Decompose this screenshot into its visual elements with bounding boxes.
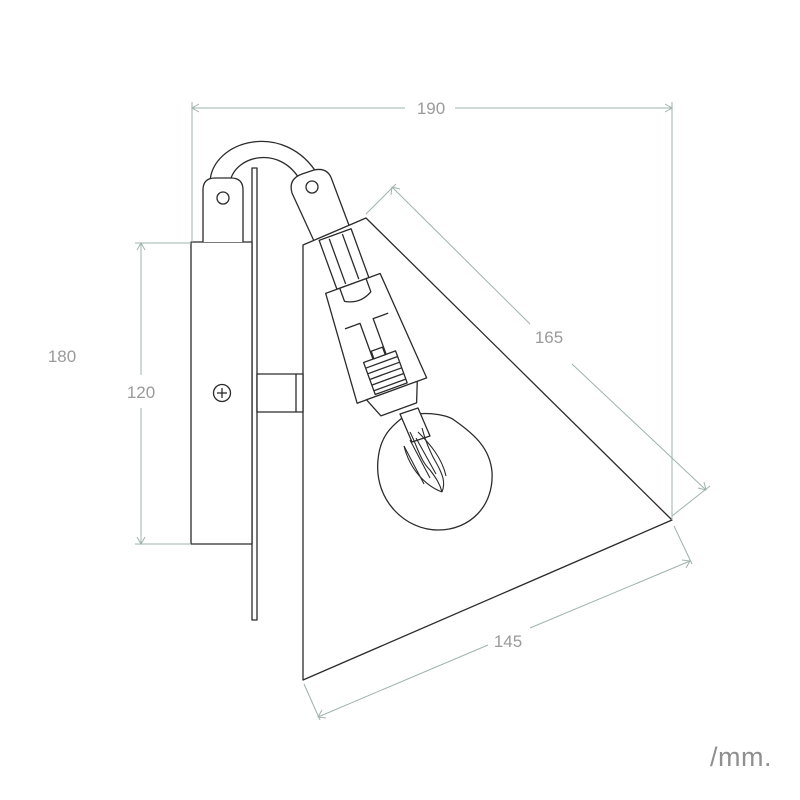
dim-145-label: 145 — [494, 632, 522, 651]
hinge-block — [256, 373, 304, 413]
dim-190-label: 190 — [417, 99, 445, 118]
dim-120-label: 120 — [127, 383, 155, 402]
screw-icon — [212, 383, 232, 403]
wall-plate — [251, 167, 258, 621]
dimension-lines — [135, 102, 711, 721]
bulb-cap — [399, 407, 431, 443]
left-mount-tab — [202, 177, 244, 242]
lamp-outline — [190, 140, 673, 681]
dim-145-line-b — [529, 560, 691, 629]
dim-145-line-a — [317, 644, 489, 718]
bulb-filament — [403, 427, 447, 493]
dim-180-label: 180 — [48, 347, 76, 366]
right-tab-hole — [305, 180, 319, 194]
unit-label: /mm. — [710, 742, 772, 772]
dim-165-line-b — [571, 363, 707, 491]
dim-165-label: 165 — [535, 328, 563, 347]
curved-arm-inner — [229, 156, 301, 183]
left-tab-hole — [216, 191, 230, 205]
dim-165-line-a — [391, 186, 531, 325]
lamp-socket — [318, 228, 428, 417]
curved-arm — [209, 140, 319, 183]
